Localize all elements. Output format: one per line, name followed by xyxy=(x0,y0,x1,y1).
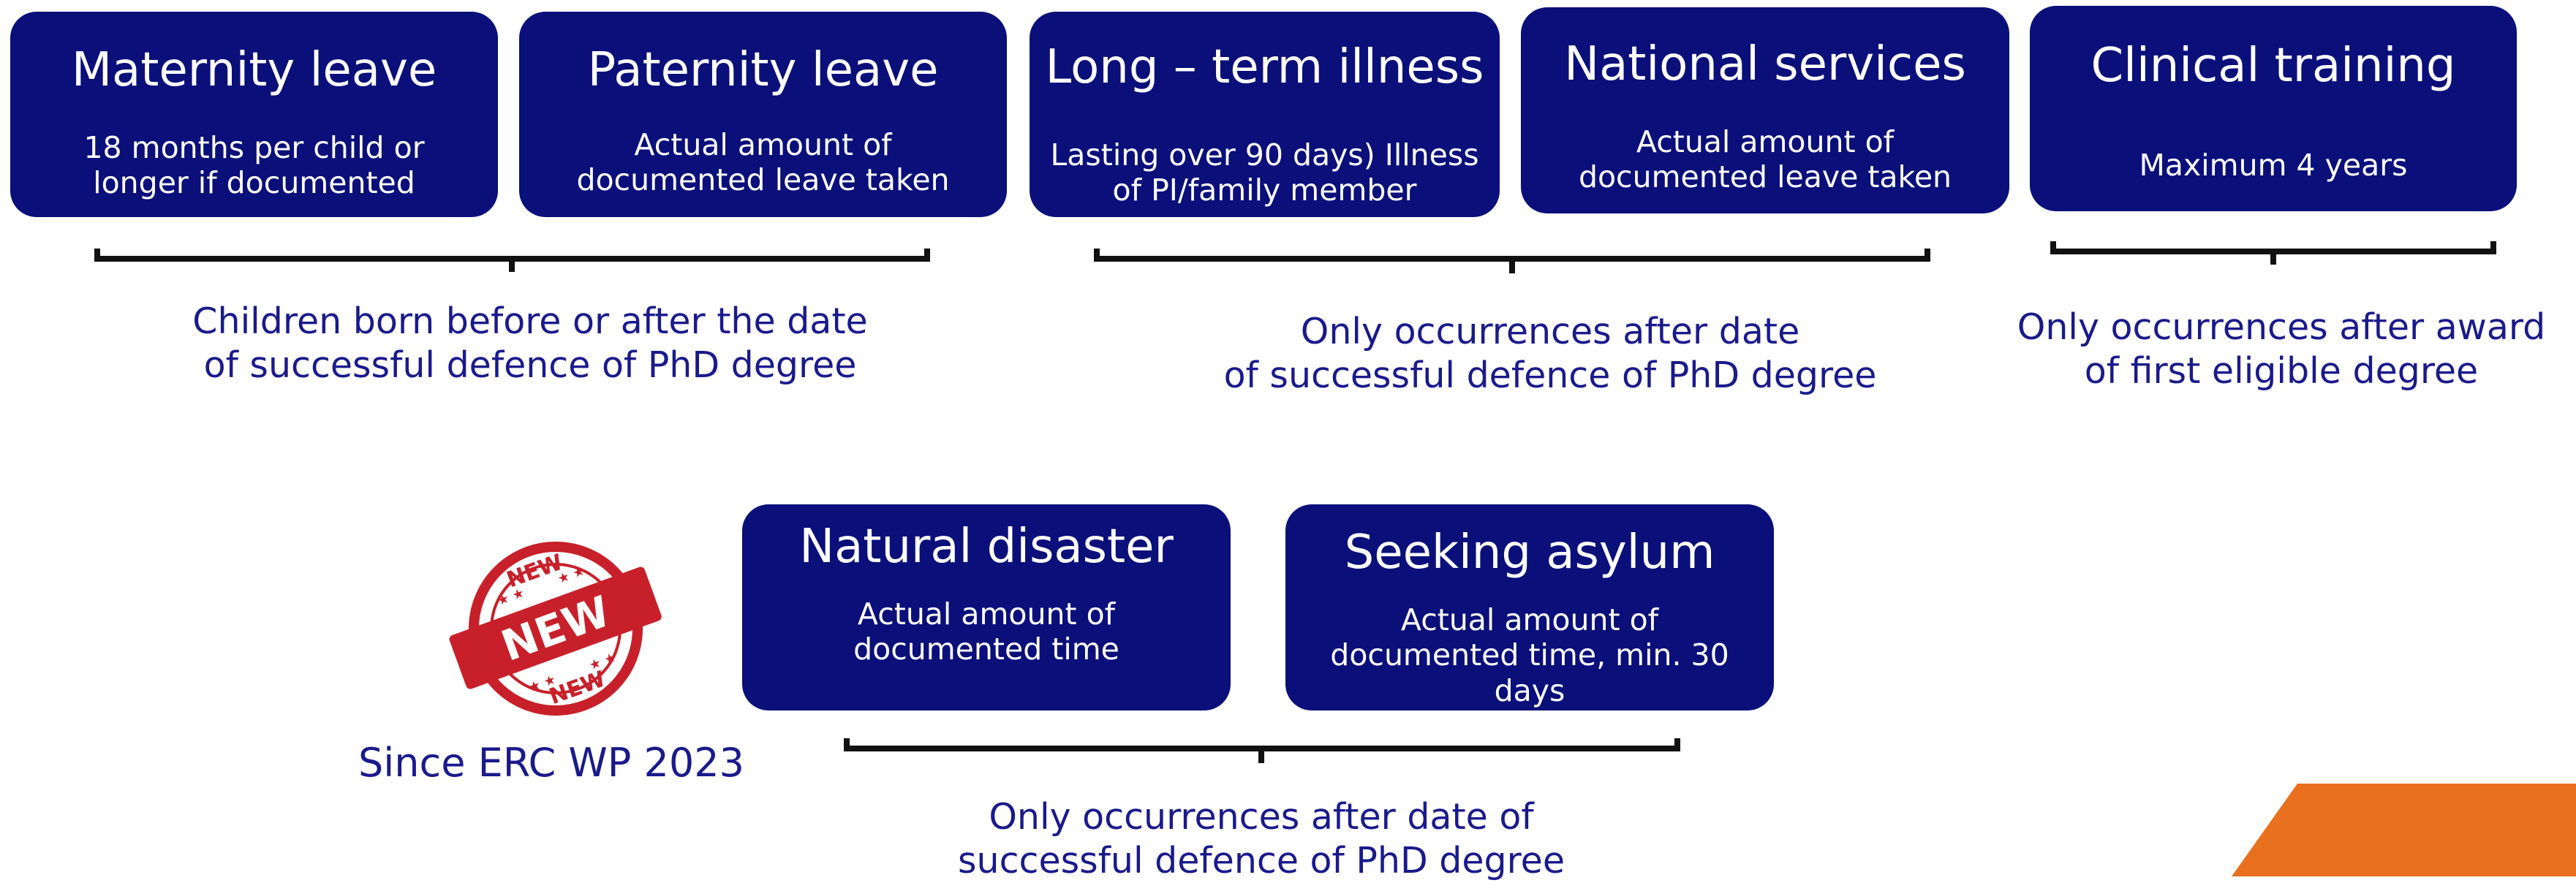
card-maternity-leave: Maternity leave 18 months per child or l… xyxy=(10,12,498,217)
caption-line: of successful defence of PhD degree xyxy=(203,344,857,386)
card-title: Long – term illness xyxy=(1045,40,1484,94)
card-long-term-illness: Long – term illness Lasting over 90 days… xyxy=(1030,12,1500,217)
card-title: Seeking asylum xyxy=(1344,526,1715,580)
caption-line: of successful defence of PhD degree xyxy=(1223,354,1877,396)
card-title: Natural disaster xyxy=(799,520,1174,574)
card-seeking-asylum: Seeking asylum Actual amount of document… xyxy=(1285,504,1774,710)
card-description: Actual amount of documented time, min. 3… xyxy=(1330,602,1729,708)
card-description: 18 months per child or longer if documen… xyxy=(83,130,425,201)
card-title: National services xyxy=(1564,37,1966,91)
card-description: Actual amount of documented time xyxy=(853,596,1119,667)
caption-line: Only occurrences after award xyxy=(2017,306,2546,348)
card-clinical-training: Clinical training Maximum 4 years xyxy=(2030,6,2517,211)
svg-text:★ ★: ★ ★ xyxy=(587,650,619,674)
card-title: Clinical training xyxy=(2090,39,2456,93)
card-description: Actual amount of documented leave taken xyxy=(1578,124,1952,195)
caption-after-phd: Only occurrences after date of successfu… xyxy=(1155,310,1945,398)
since-erc-label: Since ERC WP 2023 xyxy=(358,740,744,786)
card-paternity-leave: Paternity leave Actual amount of documen… xyxy=(519,12,1007,217)
caption-after-phd-2: Only occurrences after date of successfu… xyxy=(888,795,1634,883)
card-natural-disaster: Natural disaster Actual amount of docume… xyxy=(742,504,1231,710)
caption-children: Children born before or after the date o… xyxy=(139,300,921,387)
corner-accent-shape xyxy=(2232,784,2576,876)
caption-line: of first eligible degree xyxy=(2084,349,2479,392)
new-stamp-icon: NEW NEW NEW ★ ★ ★ ★ ★ ★ ★ ★ xyxy=(449,542,662,716)
card-description: Lasting over 90 days) Illness of PI/fami… xyxy=(1050,137,1479,208)
svg-text:★ ★: ★ ★ xyxy=(495,585,526,610)
caption-line: Children born before or after the date xyxy=(192,300,868,342)
caption-line: successful defence of PhD degree xyxy=(958,839,1565,882)
card-description: Actual amount of documented leave taken xyxy=(576,127,950,198)
caption-line: Only occurrences after date xyxy=(1300,311,1800,352)
card-national-services: National services Actual amount of docum… xyxy=(1521,7,2009,213)
caption-after-degree: Only occurrences after award of first el… xyxy=(2003,306,2559,393)
card-title: Maternity leave xyxy=(71,43,437,97)
card-description: Maximum 4 years xyxy=(2139,148,2408,183)
caption-line: Only occurrences after date of xyxy=(989,796,1534,838)
card-title: Paternity leave xyxy=(587,43,939,97)
